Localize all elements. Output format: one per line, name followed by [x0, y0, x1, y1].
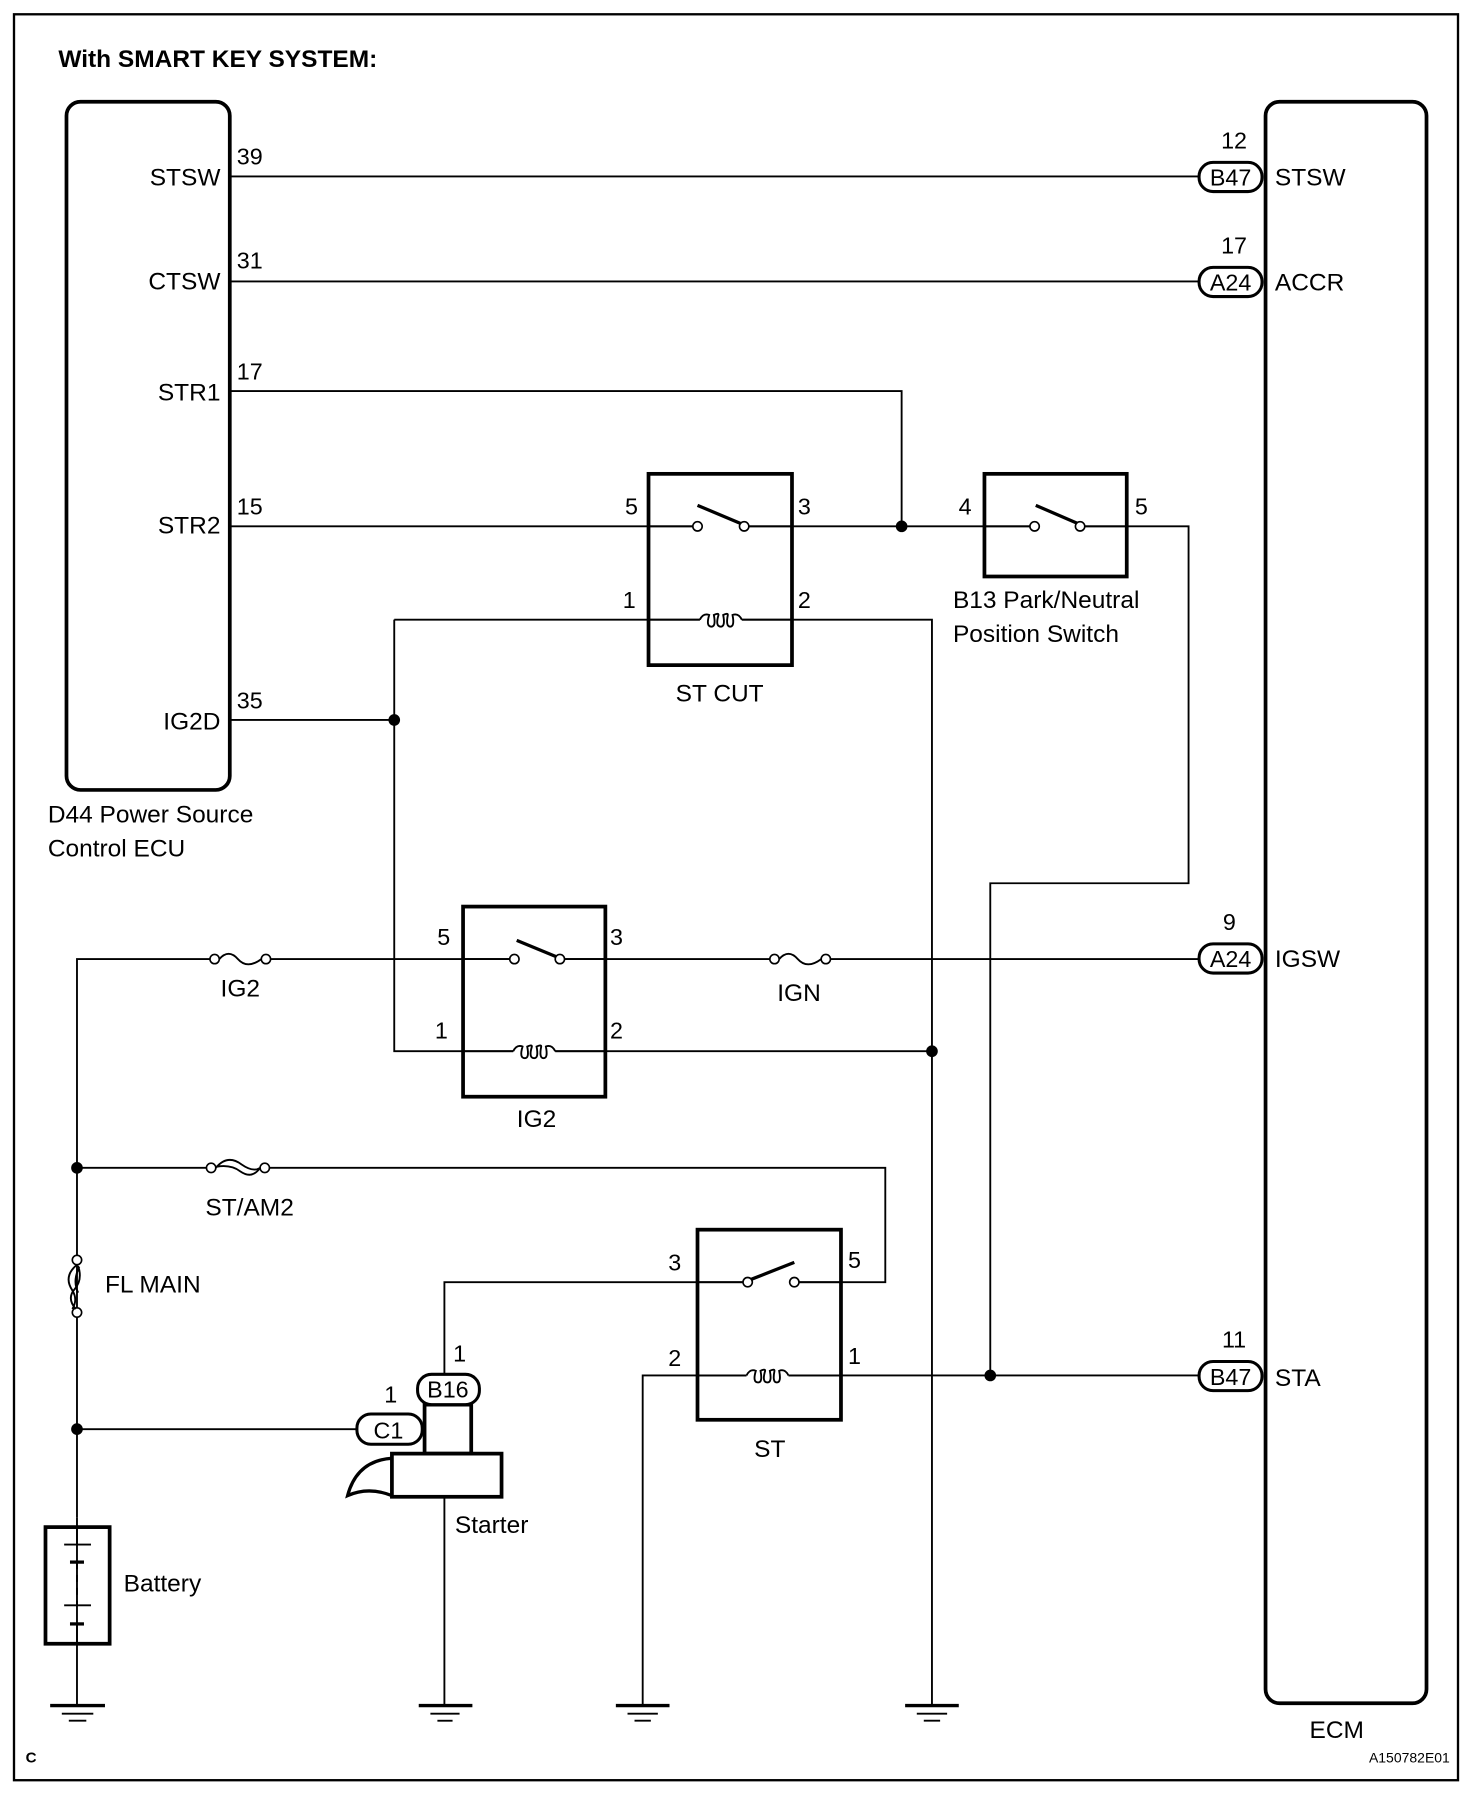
- svg-text:3: 3: [668, 1249, 681, 1275]
- svg-text:A24: A24: [1210, 270, 1252, 296]
- ecu-terminal-str1: STR1: [158, 379, 221, 406]
- connector-b47-sta: B47: [1197, 1359, 1264, 1393]
- junction-dot: [984, 1369, 997, 1382]
- ecu-terminal-ctsw: CTSW: [148, 269, 221, 296]
- svg-text:1: 1: [453, 1340, 466, 1366]
- ecu-terminal-str2: STR2: [158, 512, 221, 539]
- ecm-pin-11: 11: [1222, 1326, 1246, 1352]
- fuse-fl-main: FL MAIN: [67, 1254, 201, 1318]
- ground-icon: [50, 1703, 105, 1722]
- svg-text:FL MAIN: FL MAIN: [105, 1272, 201, 1299]
- ecm-pin-9: 9: [1223, 909, 1236, 935]
- svg-text:IG2: IG2: [221, 975, 260, 1002]
- ecm: ECM STSW 12 B47 ACCR 17 A24 IGSW 9 A24 S…: [1197, 99, 1429, 1744]
- ground-icon: [418, 1703, 473, 1722]
- svg-text:B16: B16: [427, 1377, 468, 1403]
- battery: Battery: [43, 1525, 202, 1646]
- ecm-name: ECM: [1309, 1717, 1363, 1744]
- ecu-pin-17: 17: [237, 358, 263, 384]
- ground-icon: [905, 1703, 959, 1722]
- relay-st-cut-label: ST CUT: [676, 680, 764, 707]
- coil-icon: [699, 612, 743, 628]
- fuse-st-am2: ST/AM2: [205, 1158, 294, 1222]
- ecu-terminal-stsw: STSW: [150, 165, 222, 192]
- junction-dot: [71, 1162, 83, 1174]
- connector-a24-igsw: A24: [1197, 942, 1264, 975]
- ecm-terminal-sta: STA: [1275, 1365, 1321, 1392]
- svg-text:4: 4: [959, 494, 972, 520]
- svg-text:5: 5: [848, 1247, 861, 1273]
- fuse-icon: [778, 952, 822, 966]
- junction-dot: [71, 1423, 83, 1435]
- ecm-pin-17: 17: [1221, 232, 1247, 258]
- pnp-switch-label-1: B13 Park/Neutral: [953, 587, 1139, 614]
- relay-ig2: 5 3 1 2 IG2: [435, 904, 623, 1133]
- wires: [76, 175, 1200, 1706]
- svg-text:1: 1: [384, 1381, 397, 1407]
- svg-text:1: 1: [435, 1017, 448, 1043]
- svg-text:C1: C1: [374, 1417, 404, 1443]
- starter-pinion-icon: [345, 1456, 393, 1499]
- svg-text:B47: B47: [1210, 1364, 1251, 1390]
- ecu-pin-39: 39: [237, 144, 263, 170]
- junction-dot: [895, 520, 908, 533]
- fusible-link-icon: [215, 1158, 261, 1176]
- diagram-frame: [12, 13, 1460, 1782]
- fuse-ig2: IG2: [209, 952, 272, 1002]
- connector-b47-stsw: B47: [1197, 160, 1264, 194]
- svg-text:2: 2: [798, 587, 811, 613]
- starter: B16 1 C1 1 Starter: [345, 1340, 528, 1539]
- pnp-switch-label-2: Position Switch: [953, 621, 1119, 648]
- coil-icon: [512, 1044, 557, 1060]
- battery-label: Battery: [124, 1570, 202, 1597]
- ecm-terminal-accr: ACCR: [1275, 270, 1344, 297]
- svg-text:A24: A24: [1210, 946, 1252, 972]
- ecu-name-line1: D44 Power Source: [48, 802, 254, 829]
- relay-ig2-label: IG2: [517, 1106, 556, 1133]
- figure-id: A150782E01: [1369, 1750, 1450, 1766]
- svg-text:2: 2: [610, 1017, 623, 1043]
- diagram-title: With SMART KEY SYSTEM:: [58, 46, 377, 73]
- coil-icon: [745, 1368, 790, 1384]
- svg-text:5: 5: [625, 494, 638, 520]
- power-source-control-ecu: STSW 39 CTSW 31 STR1 17 STR2 15 IG2D 35 …: [48, 99, 263, 862]
- svg-text:3: 3: [798, 494, 811, 520]
- fuse-ign: IGN: [769, 952, 832, 1007]
- ecu-pin-31: 31: [237, 248, 263, 274]
- ecm-pin-12: 12: [1221, 127, 1247, 153]
- ecu-pin-15: 15: [237, 494, 263, 520]
- ecm-terminal-stsw: STSW: [1275, 165, 1347, 192]
- fusible-link-icon: [67, 1263, 81, 1310]
- relay-st-cut: 5 3 1 2 ST CUT: [623, 471, 811, 707]
- connector-c1: C1: [355, 1412, 424, 1446]
- svg-text:2: 2: [668, 1345, 681, 1371]
- junction-dot: [388, 714, 401, 726]
- corner-letter: C: [26, 1750, 37, 1767]
- svg-text:B47: B47: [1210, 165, 1251, 191]
- svg-text:ST/AM2: ST/AM2: [205, 1195, 293, 1222]
- svg-text:IGN: IGN: [777, 980, 821, 1007]
- park-neutral-position-switch: 4 5 B13 Park/Neutral Position Switch: [953, 471, 1148, 648]
- fuse-icon: [218, 952, 262, 966]
- svg-text:1: 1: [623, 587, 636, 613]
- ecu-name-line2: Control ECU: [48, 835, 185, 862]
- connector-b16: B16: [416, 1372, 481, 1407]
- ecu-pin-35: 35: [237, 687, 263, 713]
- ground-icon: [615, 1703, 670, 1722]
- ecu-terminal-ig2d: IG2D: [163, 708, 220, 735]
- starter-label: Starter: [455, 1512, 528, 1539]
- svg-text:5: 5: [437, 924, 450, 950]
- svg-text:3: 3: [610, 924, 623, 950]
- junction-dot: [926, 1045, 938, 1058]
- relay-st: 3 5 2 1 ST: [668, 1227, 861, 1463]
- ecm-terminal-igsw: IGSW: [1275, 946, 1341, 973]
- relay-st-label: ST: [754, 1436, 785, 1463]
- svg-text:5: 5: [1135, 494, 1148, 520]
- svg-text:1: 1: [848, 1343, 861, 1369]
- connector-a24-accr: A24: [1197, 265, 1264, 299]
